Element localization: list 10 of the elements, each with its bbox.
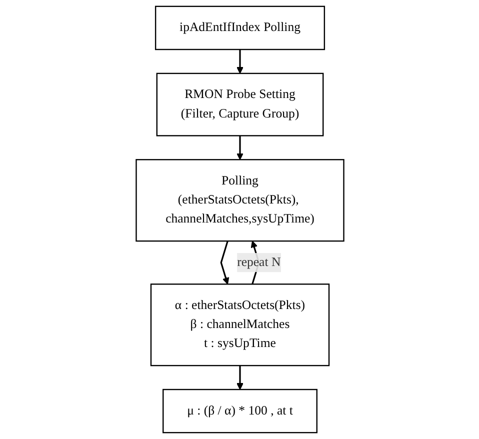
arrow [236,366,243,390]
node-box: ipAdEntIfIndex Polling [154,6,325,50]
node-box: μ : (β / α) * 100 , at t [162,388,317,434]
node-box: α : etherStatsOctets(Pkts) β : channelMatches t : sysUpTime [150,284,330,366]
node-box: Polling (etherStatsOctets(Pkts), channelMatches,sysUpTime) [135,159,344,242]
node-box: RMON Probe Setting (Filter, Capture Group) [156,72,324,136]
arrow [236,49,243,74]
arrow [220,240,229,284]
arrow [236,136,243,160]
edge-label: repeat N [236,255,280,269]
